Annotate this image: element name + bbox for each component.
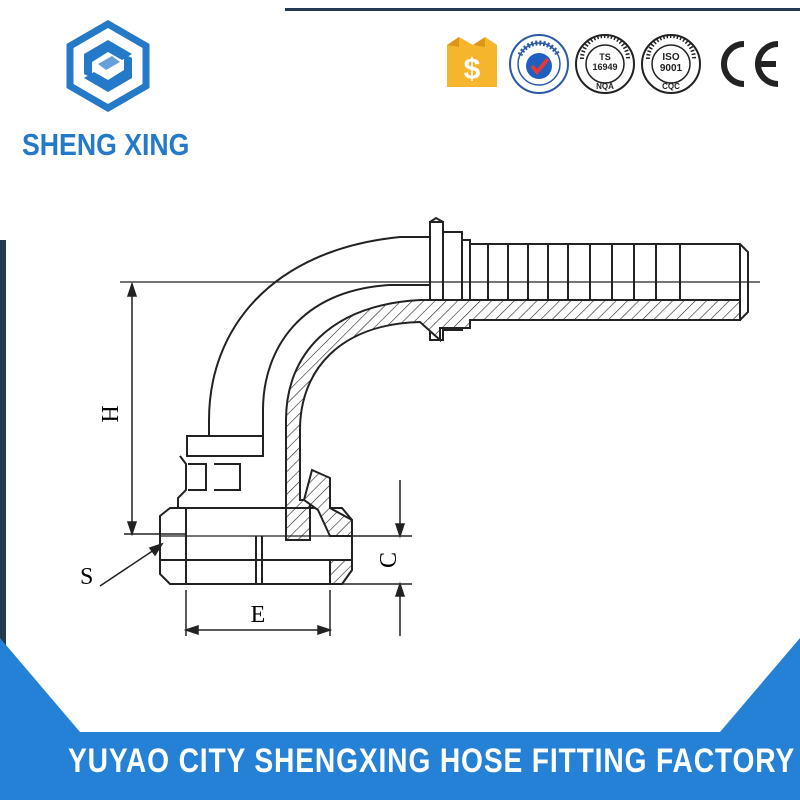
ts-number-text: 16949 bbox=[592, 62, 617, 72]
svg-text:$: $ bbox=[464, 53, 481, 86]
nut-section-hatch bbox=[302, 468, 353, 537]
nut-lower-hatch bbox=[329, 559, 353, 585]
iso-number-text: 9001 bbox=[660, 63, 683, 74]
footer-banner bbox=[0, 638, 800, 800]
ce-mark-icon bbox=[716, 38, 782, 90]
dollar-badge-icon: $ bbox=[443, 33, 501, 95]
company-name: YUYAO CITY SHENGXING HOSE FITTING FACTOR… bbox=[68, 742, 796, 780]
left-decorative-bar bbox=[0, 240, 6, 660]
ts-text: TS bbox=[599, 52, 611, 62]
elbow-section-hatch bbox=[285, 299, 741, 541]
dimension-lines bbox=[99, 281, 412, 636]
ts16949-seal-icon: TS 16949 NQA bbox=[574, 33, 636, 95]
nqa-text: NQA bbox=[596, 82, 614, 91]
dimension-e-label: E bbox=[251, 602, 266, 628]
cqc-text: CQC bbox=[662, 82, 680, 91]
dimension-c-label: C bbox=[376, 552, 402, 568]
dimension-s-label: S bbox=[80, 564, 93, 590]
brand-name: SHENG XING bbox=[22, 127, 190, 162]
supplier-assessment-seal-icon bbox=[508, 33, 570, 95]
iso9001-seal-icon: ISO 9001 CQC bbox=[640, 33, 702, 95]
dimension-h-label: H bbox=[98, 405, 124, 422]
iso-text: ISO bbox=[662, 52, 679, 63]
sheng-xing-hexagon-logo bbox=[62, 19, 154, 113]
top-decorative-line bbox=[285, 8, 800, 11]
